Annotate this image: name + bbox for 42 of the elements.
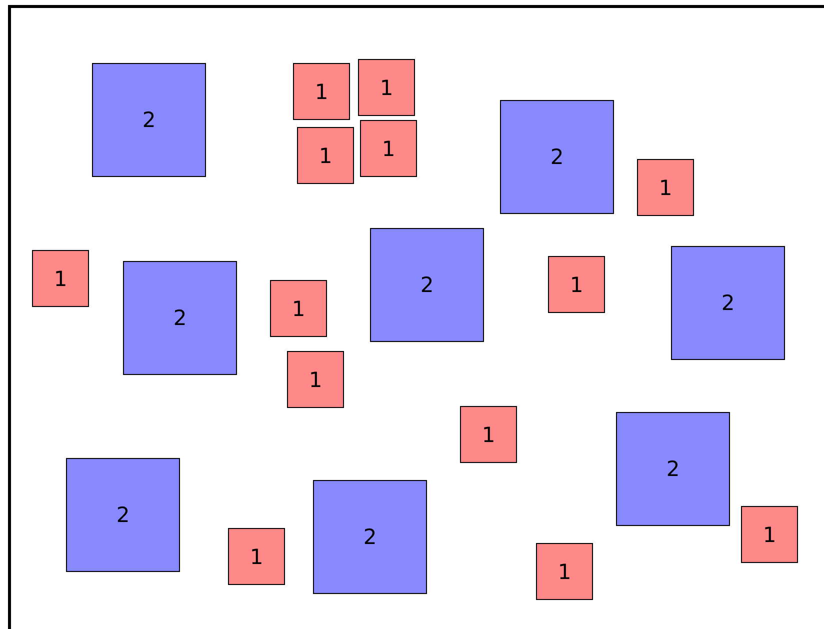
number-label: 2 <box>721 291 735 315</box>
number-label: 1 <box>380 76 394 100</box>
number-label: 2 <box>420 273 434 297</box>
number-label: 1 <box>250 544 264 568</box>
number-label: 1 <box>482 422 496 446</box>
square-box <box>370 228 484 342</box>
square-box <box>287 351 344 408</box>
number-label: 1 <box>292 296 306 320</box>
number-label: 2 <box>363 525 377 549</box>
square-box <box>228 528 285 585</box>
square-box <box>741 506 798 563</box>
number-label: 1 <box>382 136 396 160</box>
square-box <box>616 412 730 526</box>
square-box <box>671 246 785 360</box>
square-box <box>123 261 237 375</box>
number-label: 1 <box>318 144 332 168</box>
number-label: 1 <box>308 368 322 392</box>
number-label: 1 <box>558 560 572 584</box>
square-box <box>313 480 427 594</box>
number-label: 1 <box>54 266 68 290</box>
square-box <box>500 100 614 214</box>
number-label: 1 <box>314 80 328 104</box>
square-box <box>66 458 180 572</box>
number-label: 1 <box>762 522 776 546</box>
number-label: 2 <box>550 145 564 169</box>
square-box <box>536 543 593 600</box>
number-label: 2 <box>116 503 130 527</box>
square-box <box>360 120 417 177</box>
number-label: 2 <box>142 108 156 132</box>
square-box <box>460 406 517 463</box>
square-box <box>293 63 350 120</box>
number-label: 2 <box>666 457 680 481</box>
square-box <box>637 159 694 216</box>
square-box <box>92 63 206 177</box>
square-box <box>358 59 415 116</box>
number-label: 2 <box>173 306 187 330</box>
square-box <box>297 127 354 184</box>
square-box <box>548 256 605 313</box>
square-box <box>32 250 89 307</box>
square-box <box>270 280 327 337</box>
number-label: 1 <box>570 272 584 296</box>
number-label: 1 <box>658 176 672 200</box>
